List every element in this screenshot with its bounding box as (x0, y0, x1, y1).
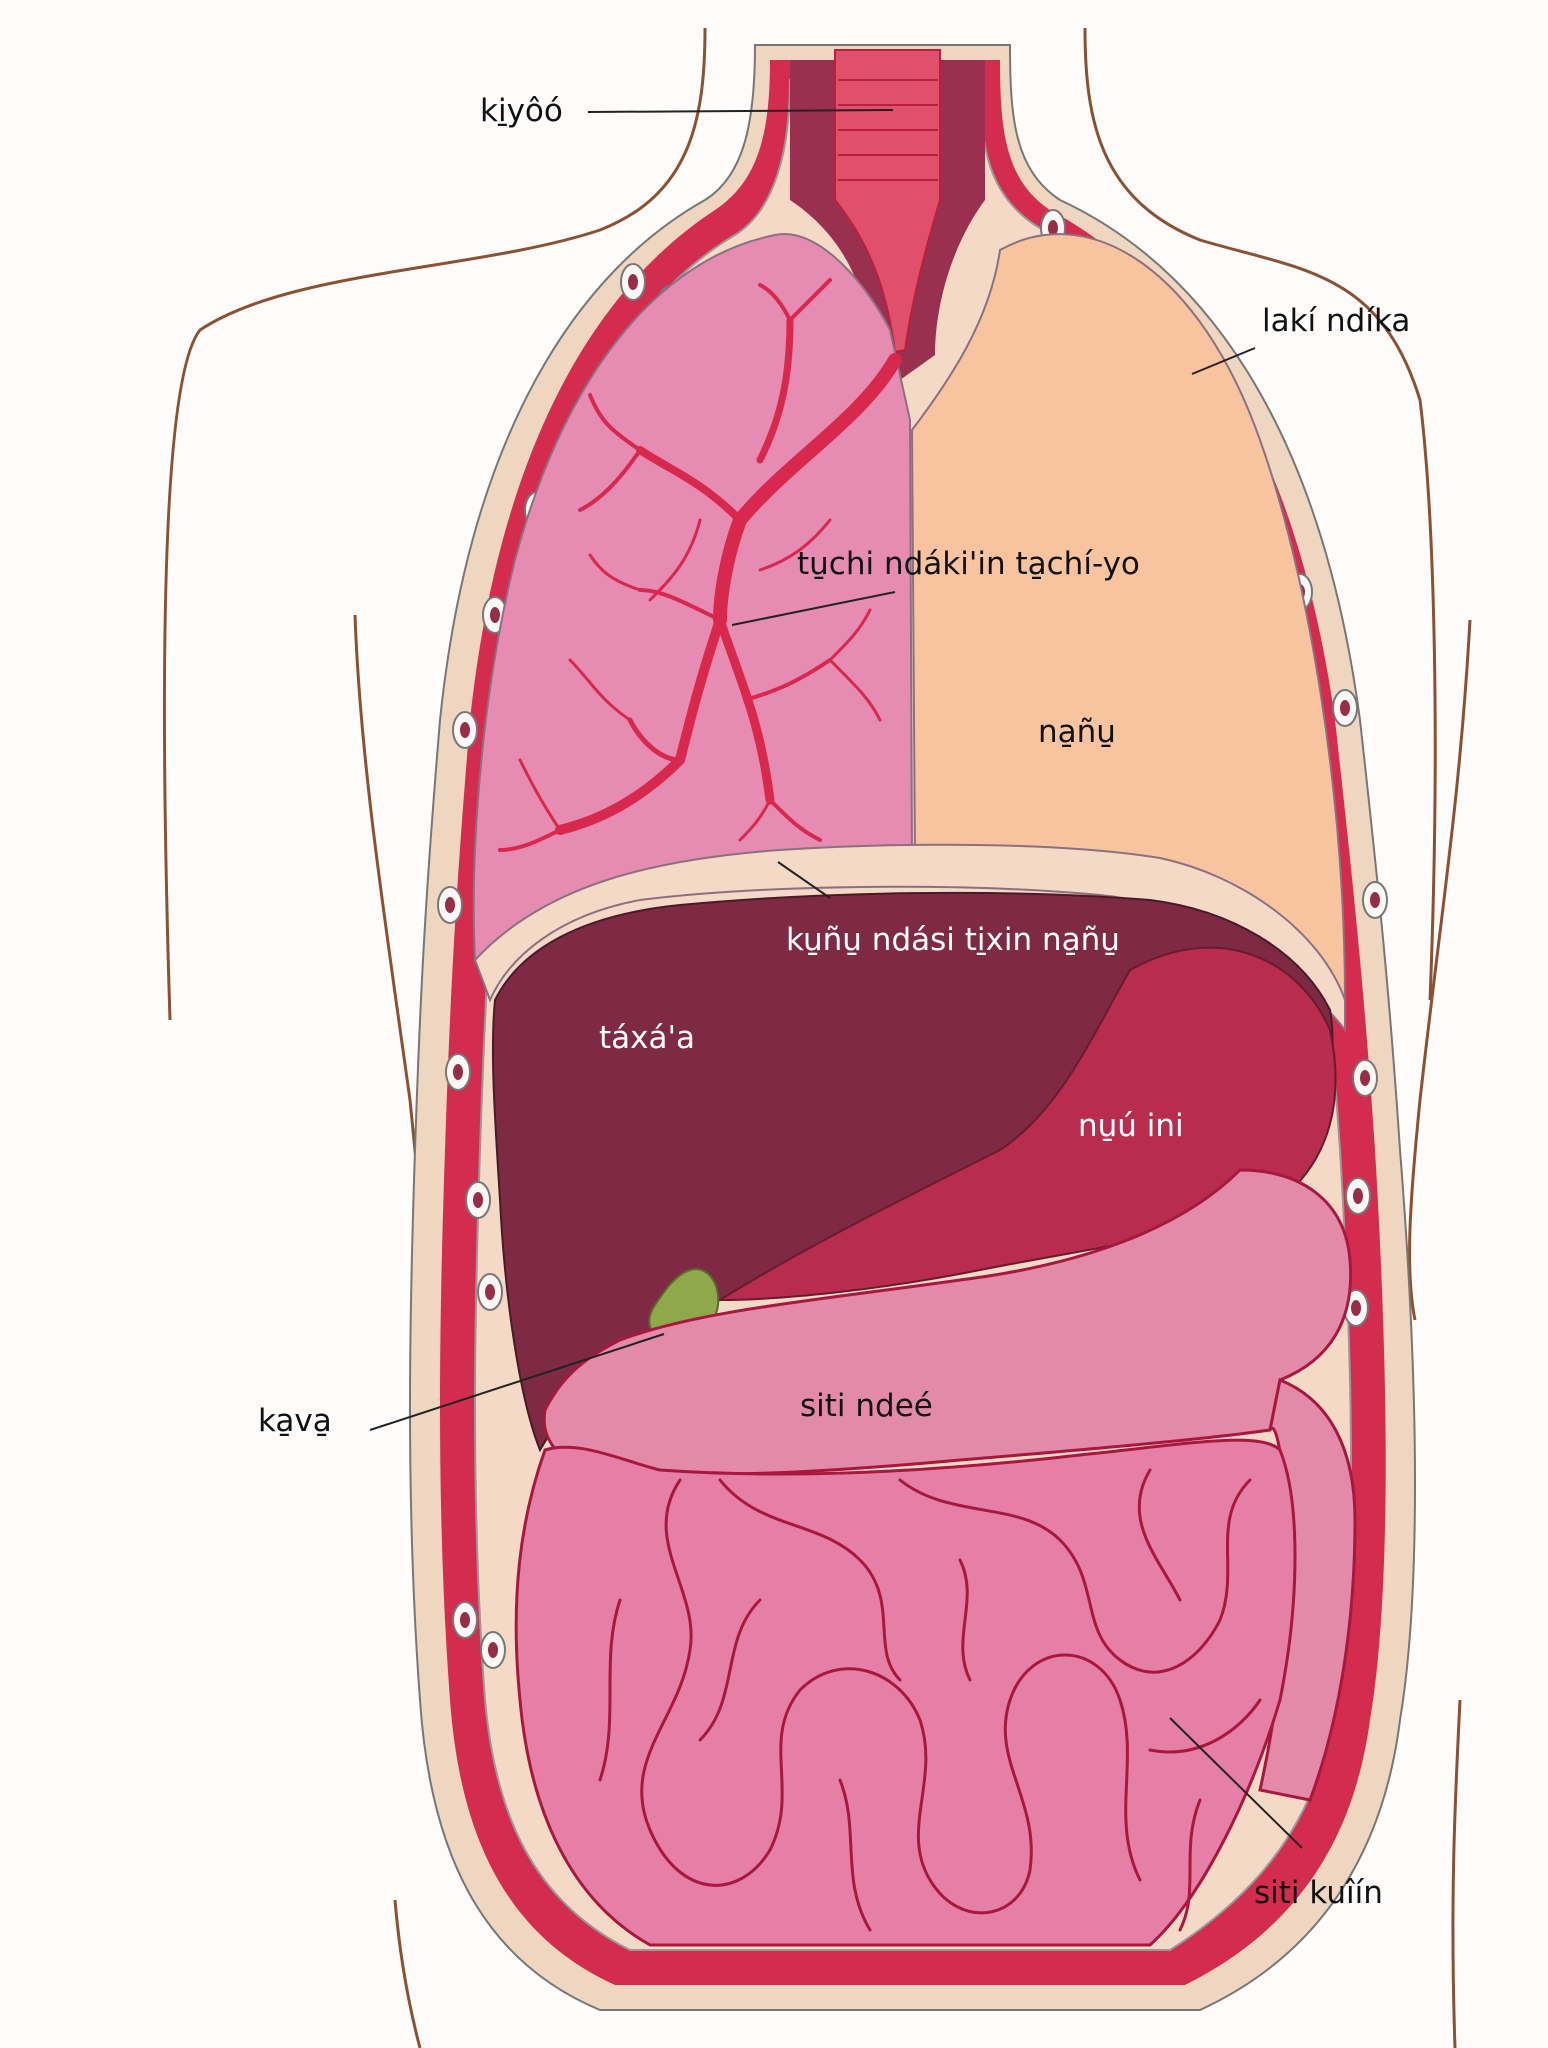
leader-diaphragm (777, 861, 831, 899)
label-lung: na̱ñu̱ (1038, 714, 1116, 750)
small-intestine (514, 1438, 1297, 1947)
rib (445, 1053, 471, 1091)
leader-small-intestine (1169, 1717, 1303, 1849)
label-liver: táxá'a (599, 1020, 695, 1056)
rib (437, 886, 463, 924)
intestine-coils (598, 1468, 1262, 1932)
label-rib: lakí ndíka (1262, 303, 1410, 339)
rib (1352, 1059, 1378, 1097)
rib (1332, 689, 1358, 727)
rib (480, 1631, 506, 1669)
rib (465, 1181, 491, 1219)
diaphragm (473, 843, 1346, 1033)
label-diaphragm: ku̱ñu̱ ndási ti̱xin na̱ñu̱ (786, 922, 1120, 958)
rib (452, 1601, 478, 1639)
body-outline (162, 27, 1472, 2048)
label-stomach: nu̱ú ini (1078, 1108, 1184, 1144)
leader-bronchi (731, 591, 896, 626)
rib (1345, 1177, 1371, 1215)
label-small-intestine: siti kuîín (1254, 1875, 1383, 1911)
leader-trachea (587, 109, 894, 113)
rib (620, 263, 646, 301)
label-large-intestine: siti ndeé (800, 1388, 933, 1424)
label-trachea: ki̱yôó (480, 93, 563, 129)
bronchial-tree (498, 278, 902, 852)
rib (477, 1273, 503, 1311)
rib (452, 711, 478, 749)
leader-lines (369, 109, 1303, 1849)
stomach (716, 946, 1337, 1302)
leader-rib (1191, 347, 1256, 375)
trachea (790, 49, 985, 380)
label-gallbladder: ka̱va̱ (258, 1403, 332, 1439)
label-bronchi: tu̱chi ndáki'in ta̱chí-yo (797, 546, 1140, 582)
leader-gallbladder (369, 1333, 665, 1431)
rib (1362, 881, 1388, 919)
